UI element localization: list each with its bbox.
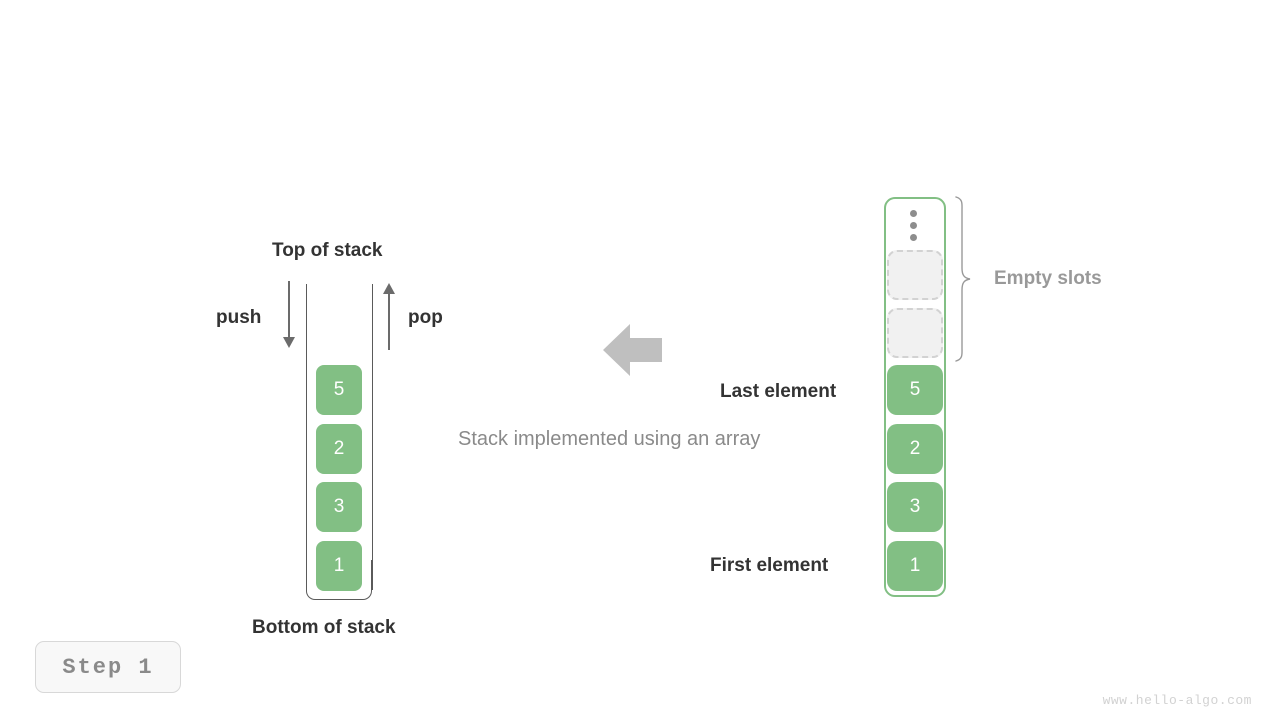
empty-slot xyxy=(887,308,943,358)
left-pointing-arrow-icon xyxy=(603,324,662,376)
bottom-of-stack-label: Bottom of stack xyxy=(252,617,396,638)
diagram-caption: Stack implemented using an array xyxy=(458,428,761,450)
top-of-stack-label: Top of stack xyxy=(272,240,383,261)
empty-slots-brace xyxy=(955,196,971,362)
empty-slots-label: Empty slots xyxy=(994,268,1102,289)
stack-element: 3 xyxy=(316,482,362,532)
stack-element: 1 xyxy=(316,541,362,591)
empty-slot xyxy=(887,250,943,300)
first-element-label: First element xyxy=(710,555,829,576)
stack-wall-left xyxy=(306,284,307,590)
push-arrow-line xyxy=(288,281,290,339)
stack-container-bottom xyxy=(306,560,372,600)
pop-arrow-head-icon xyxy=(383,283,395,294)
stack-element: 5 xyxy=(316,365,362,415)
last-element-label: Last element xyxy=(720,381,837,402)
array-element: 2 xyxy=(887,424,943,474)
watermark: www.hello-algo.com xyxy=(1102,693,1252,708)
pop-arrow-line xyxy=(388,292,390,350)
pop-label: pop xyxy=(408,307,443,328)
array-element: 1 xyxy=(887,541,943,591)
array-element: 5 xyxy=(887,365,943,415)
stack-wall-right xyxy=(372,284,373,590)
stack-element: 2 xyxy=(316,424,362,474)
push-arrow-head-icon xyxy=(283,337,295,348)
vertical-ellipsis-icon xyxy=(910,210,917,246)
push-label: push xyxy=(216,307,262,328)
step-badge: Step 1 xyxy=(35,641,181,693)
array-element: 3 xyxy=(887,482,943,532)
